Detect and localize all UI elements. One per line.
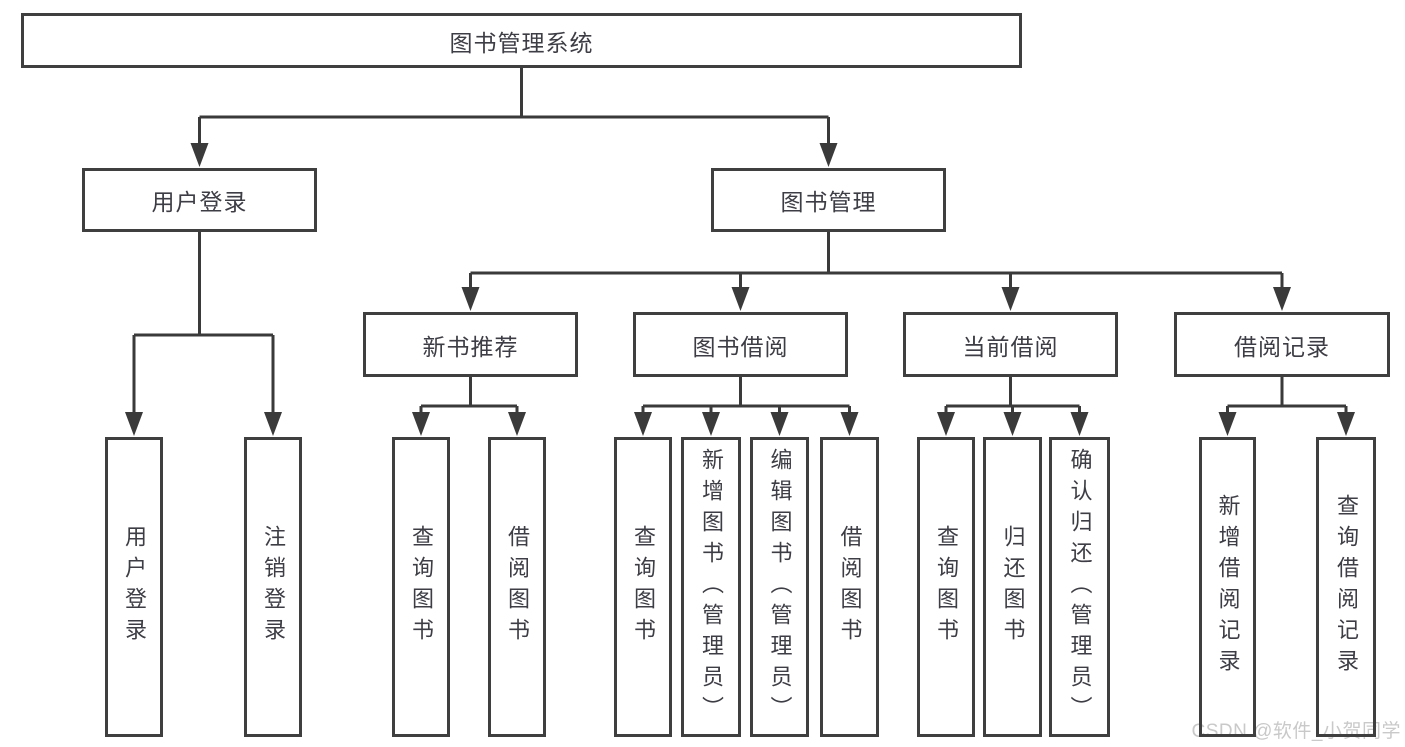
node-label: 用户登录 <box>151 189 248 215</box>
leaf-label: 查询图书 <box>934 525 959 649</box>
leaf-logout-login: 注销登录 <box>244 437 302 737</box>
node-book-management: 图书管理 <box>711 168 946 232</box>
node-current-borrowing: 当前借阅 <box>903 312 1118 377</box>
arrowhead <box>1337 412 1355 436</box>
connector-current-borrow-to-leaves <box>937 377 1089 436</box>
leaf-query-borrow-record: 查询借阅记录 <box>1316 437 1376 737</box>
connector-borrow-records-to-leaves <box>1218 377 1355 436</box>
arrowhead <box>770 412 789 436</box>
node-label: 图书借阅 <box>692 333 789 360</box>
arrowhead <box>1070 412 1089 436</box>
node-label: 新书推荐 <box>422 333 519 360</box>
node-new-book-recommendation: 新书推荐 <box>363 312 578 377</box>
arrowhead <box>702 412 720 436</box>
leaf-label: 用户登录 <box>122 525 147 649</box>
arrowhead <box>1003 412 1022 436</box>
leaf-add-books-admin: 新增图书（管理员） <box>681 437 741 737</box>
arrowhead <box>731 287 750 311</box>
node-label: 图书管理 <box>780 189 877 215</box>
leaf-label: 借阅图书 <box>837 525 863 649</box>
leaf-return-books: 归还图书 <box>983 437 1042 737</box>
leaf-edit-books-admin: 编辑图书（管理员） <box>750 437 809 737</box>
leaf-label: 查询图书 <box>409 525 434 649</box>
connector-root-to-level2 <box>190 68 838 167</box>
arrowhead <box>125 412 143 436</box>
node-library-management-system: 图书管理系统 <box>21 13 1022 68</box>
node-label: 当前借阅 <box>962 333 1059 360</box>
arrowhead <box>937 412 955 436</box>
arrowhead <box>840 412 859 436</box>
leaf-label: 查询借阅记录 <box>1334 494 1359 680</box>
node-label: 图书管理系统 <box>449 29 594 56</box>
connector-path <box>132 232 275 416</box>
leaf-borrow-books-recommend: 借阅图书 <box>488 437 546 737</box>
leaf-label: 归还图书 <box>1000 525 1026 649</box>
connector-book-borrow-to-leaves <box>634 377 859 436</box>
leaf-label: 借阅图书 <box>505 525 530 649</box>
node-borrowing-records: 借阅记录 <box>1174 312 1390 377</box>
arrowhead <box>1001 287 1020 311</box>
leaf-query-books-current: 查询图书 <box>917 437 975 737</box>
connector-user-login-to-leaves <box>125 232 282 436</box>
leaf-label: 编辑图书（管理员） <box>767 447 793 727</box>
node-book-borrowing: 图书借阅 <box>633 312 848 377</box>
leaf-query-books-borrowing: 查询图书 <box>614 437 672 737</box>
connector-new-book-recommend-to-leaves <box>412 377 526 436</box>
connector-path <box>1226 377 1348 416</box>
connector-path <box>469 232 1284 291</box>
node-label: 借阅记录 <box>1234 333 1330 360</box>
leaf-confirm-return-admin: 确认归还（管理员） <box>1049 437 1110 737</box>
connector-path <box>419 377 519 416</box>
connector-path <box>944 377 1081 416</box>
arrowhead <box>461 287 480 311</box>
arrowhead <box>1273 287 1291 311</box>
leaf-borrow-books-borrowing: 借阅图书 <box>820 437 879 737</box>
arrowhead <box>634 412 652 436</box>
arrowhead <box>1218 412 1237 436</box>
arrowhead <box>819 143 838 167</box>
arrowhead <box>508 412 526 436</box>
arrowhead <box>264 412 282 436</box>
leaf-user-login: 用户登录 <box>105 437 163 737</box>
arrowhead <box>190 143 209 167</box>
leaf-label: 注销登录 <box>261 525 286 649</box>
leaf-label: 新增图书（管理员） <box>699 447 724 727</box>
node-user-login: 用户登录 <box>82 168 317 232</box>
connector-book-management-to-level3 <box>461 232 1291 311</box>
connector-path <box>198 68 830 147</box>
arrowhead <box>412 412 430 436</box>
leaf-label: 新增借阅记录 <box>1215 494 1241 680</box>
leaf-add-borrow-record: 新增借阅记录 <box>1199 437 1256 737</box>
connector-path <box>641 377 851 416</box>
leaf-query-books-recommend: 查询图书 <box>392 437 450 737</box>
leaf-label: 确认归还（管理员） <box>1067 447 1093 727</box>
leaf-label: 查询图书 <box>631 525 656 649</box>
